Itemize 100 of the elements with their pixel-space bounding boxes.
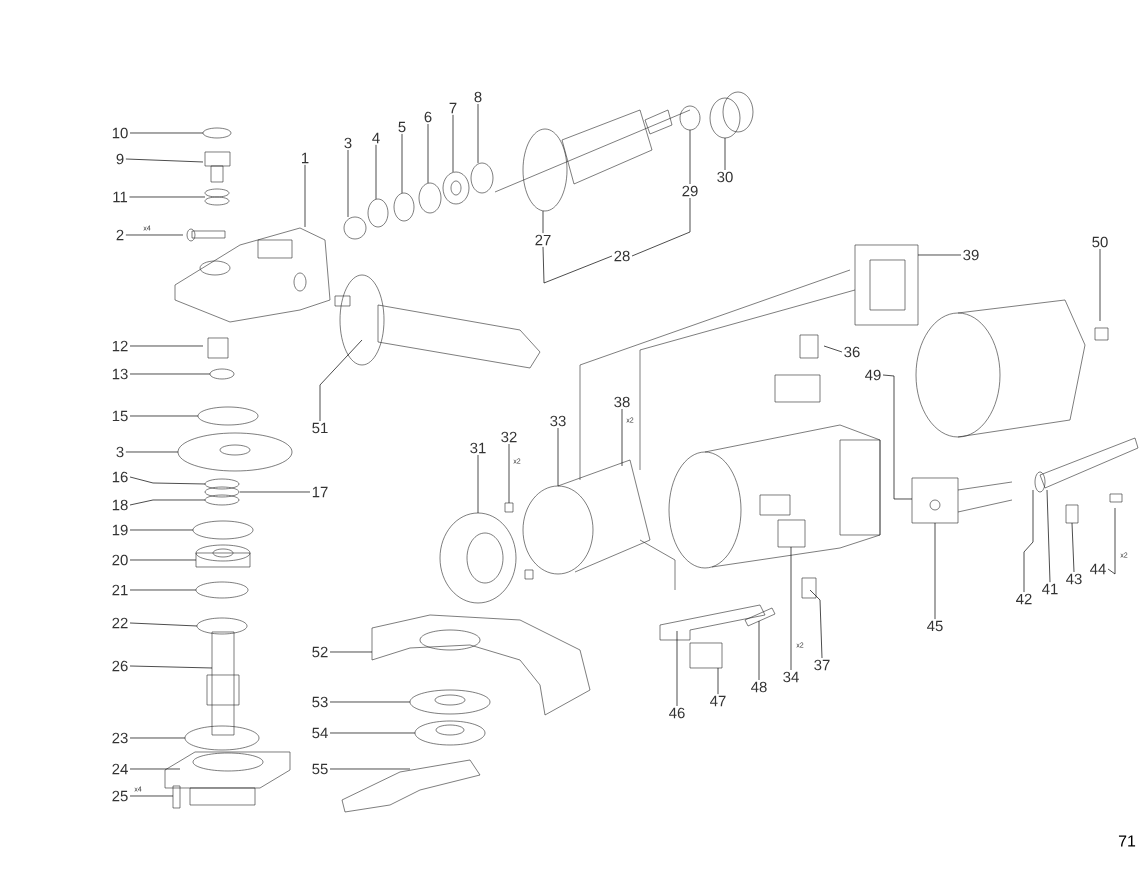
callout-number: 28 [614, 250, 630, 262]
callout-number: 49 [865, 369, 881, 381]
callout-number: 32 [501, 431, 517, 443]
callout-number: 50 [1092, 236, 1108, 248]
leader-line [129, 559, 197, 561]
leader-line [129, 373, 211, 375]
leader-line [823, 345, 843, 353]
callout-number: 46 [669, 707, 685, 719]
leader-line [129, 196, 206, 198]
leader-line [329, 732, 416, 734]
callout-number: 18 [112, 499, 128, 511]
callout-number: 43 [1066, 573, 1082, 585]
leader-line [621, 408, 623, 467]
callout-number: 30 [717, 171, 733, 183]
leader-line [676, 630, 678, 707]
leader-line [477, 103, 479, 164]
leader-line [129, 345, 204, 347]
leader-line [329, 701, 411, 703]
callout-number: 1 [302, 152, 309, 164]
leader-line [129, 768, 181, 770]
leader-line [790, 546, 792, 671]
callout-number: 29 [682, 185, 698, 197]
callout-number: 33 [550, 415, 566, 427]
leader-line [401, 133, 403, 194]
callout-number: 51 [312, 422, 328, 434]
leader-line [452, 114, 454, 173]
leader-line [477, 454, 479, 514]
callout-number: 17 [312, 486, 328, 498]
callout-number: 9 [116, 153, 124, 165]
callout-number: 13 [112, 368, 128, 380]
callout-number: 47 [710, 695, 726, 707]
leader-line [319, 339, 363, 422]
leader-line [758, 620, 760, 681]
callout-number: 8 [474, 91, 482, 103]
callout-number: 42 [1016, 593, 1032, 605]
callout-number: 21 [112, 584, 128, 596]
leader-line [689, 129, 691, 185]
page-number: 71 [1118, 835, 1136, 847]
callout-number: 38 [614, 396, 630, 408]
leader-line [129, 589, 197, 591]
leader-line [375, 144, 377, 200]
callout-number: 16 [112, 471, 128, 483]
leader-line [724, 137, 726, 171]
callout-number: 23 [112, 732, 128, 744]
callout-number: 52 [312, 646, 328, 658]
callout-number: 12 [112, 340, 128, 352]
leader-line [125, 158, 204, 163]
leader-line [347, 149, 349, 218]
callout-number: 45 [927, 620, 943, 632]
callout-number: 54 [312, 727, 328, 739]
callout-number: 41 [1042, 583, 1058, 595]
leader-line [329, 651, 373, 653]
callout-number: 53 [312, 696, 328, 708]
callout-number: 25 [112, 790, 128, 802]
leader-line [809, 589, 823, 659]
callout-number: 36 [844, 346, 860, 358]
callout-number: 22 [112, 617, 128, 629]
leader-line [557, 427, 559, 487]
callout-number: 55 [312, 763, 328, 775]
leader-line [129, 665, 213, 669]
callout-number: 10 [112, 127, 128, 139]
callout-number: 4 [372, 132, 380, 144]
callout-number: 15 [112, 410, 128, 422]
leader-line [934, 522, 936, 620]
leader-line [129, 737, 186, 739]
leader-line [304, 164, 306, 228]
leader-line [129, 622, 198, 627]
leader-line [542, 246, 613, 284]
callout-number: 19 [112, 524, 128, 536]
callout-number: 31 [470, 442, 486, 454]
leader-line [1046, 489, 1051, 583]
callout-number: 37 [814, 659, 830, 671]
callout-number: 27 [535, 234, 551, 246]
callout-number: 6 [424, 111, 432, 123]
callout-number: 20 [112, 554, 128, 566]
callout-number: 26 [112, 660, 128, 672]
leader-line [631, 197, 691, 257]
leader-line [239, 491, 311, 493]
leader-line [1071, 522, 1075, 573]
leader-line [125, 451, 179, 453]
leader-line [882, 374, 913, 500]
callout-number: 11 [113, 191, 128, 203]
leader-line [717, 667, 719, 695]
callout-number: 44 [1090, 563, 1106, 575]
leader-line [329, 768, 411, 770]
callout-number: 34 [783, 671, 799, 683]
leader-line [1107, 507, 1116, 575]
leader-line [129, 476, 206, 485]
leader-line [1023, 489, 1034, 593]
callout-number: 3 [344, 137, 352, 149]
leader-line [542, 210, 544, 234]
leader-line [129, 499, 206, 506]
callout-number: 48 [751, 681, 767, 693]
leader-line [427, 123, 429, 184]
leader-line [129, 529, 194, 531]
callout-number: 5 [398, 121, 406, 133]
leader-line [129, 795, 174, 797]
callout-number: 24 [112, 763, 128, 775]
leader-line [129, 132, 204, 134]
callout-number: 2 [116, 229, 124, 241]
